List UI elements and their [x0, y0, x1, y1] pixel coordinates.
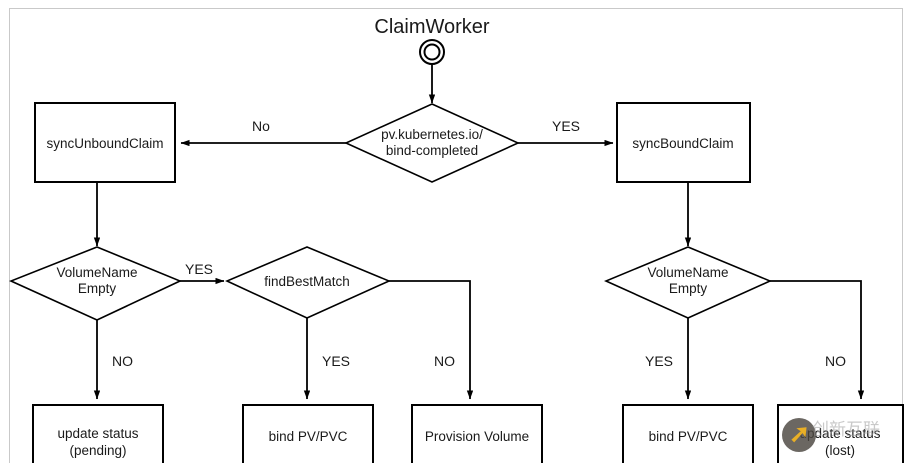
node-sync-bound-claim: syncBoundClaim: [616, 102, 751, 183]
edge-label-left-diamond-yes: YES: [185, 261, 213, 277]
edge-volumename-right-to-update-status-lost: [770, 280, 865, 400]
bind-pv-pvc-left-label: bind PV/PVC: [269, 429, 348, 444]
node-bind-pv-pvc-left: bind PV/PVC: [242, 404, 374, 463]
volumename-empty-left-label-line2: Empty: [78, 281, 117, 296]
update-status-lost-label-line2: (lost): [825, 443, 855, 458]
update-status-pending-label-line2: (pending): [69, 443, 126, 458]
edge-label-no-left: No: [252, 118, 270, 134]
sync-unbound-claim-label: syncUnboundClaim: [46, 136, 163, 151]
node-update-status-pending: update status (pending): [32, 404, 164, 463]
edge-label-yes-right: YES: [552, 118, 580, 134]
edge-label-right-diamond-no: NO: [825, 353, 846, 369]
decision-bind-completed-label-line1: pv.kubernetes.io/: [381, 127, 483, 142]
sync-bound-claim-label: syncBoundClaim: [632, 136, 733, 151]
edge-label-findbestmatch-yes: YES: [322, 353, 350, 369]
update-status-pending-label-line1: update status: [57, 426, 138, 441]
find-best-match-label: findBestMatch: [264, 274, 350, 289]
decision-bind-completed-label-line2: bind-completed: [386, 143, 478, 158]
edge-label-left-diamond-no: NO: [112, 353, 133, 369]
node-provision-volume: Provision Volume: [411, 404, 543, 463]
node-sync-unbound-claim: syncUnboundClaim: [34, 102, 176, 183]
provision-volume-label: Provision Volume: [425, 429, 529, 444]
edge-findbestmatch-to-provision-volume: [389, 280, 474, 400]
volumename-empty-right-label-line2: Empty: [669, 281, 708, 296]
edge-label-findbestmatch-no: NO: [434, 353, 455, 369]
update-status-lost-label-line1: update status: [799, 426, 880, 441]
edge-label-right-diamond-yes: YES: [645, 353, 673, 369]
node-find-best-match: findBestMatch: [225, 246, 392, 319]
volumename-empty-left-label-line1: VolumeName: [56, 265, 137, 280]
bind-pv-pvc-right-label: bind PV/PVC: [649, 429, 728, 444]
node-bind-pv-pvc-right: bind PV/PVC: [622, 404, 754, 463]
node-decision-bind-completed: pv.kubernetes.io/ bind-completed: [344, 103, 520, 183]
node-update-status-lost: update status (lost): [777, 404, 904, 463]
node-volumename-empty-right: VolumeName Empty: [603, 246, 773, 319]
start-node: [419, 39, 445, 65]
volumename-empty-right-label-line1: VolumeName: [647, 265, 728, 280]
node-volumename-empty-left: VolumeName Empty: [8, 246, 182, 321]
page-title: ClaimWorker: [374, 16, 490, 38]
